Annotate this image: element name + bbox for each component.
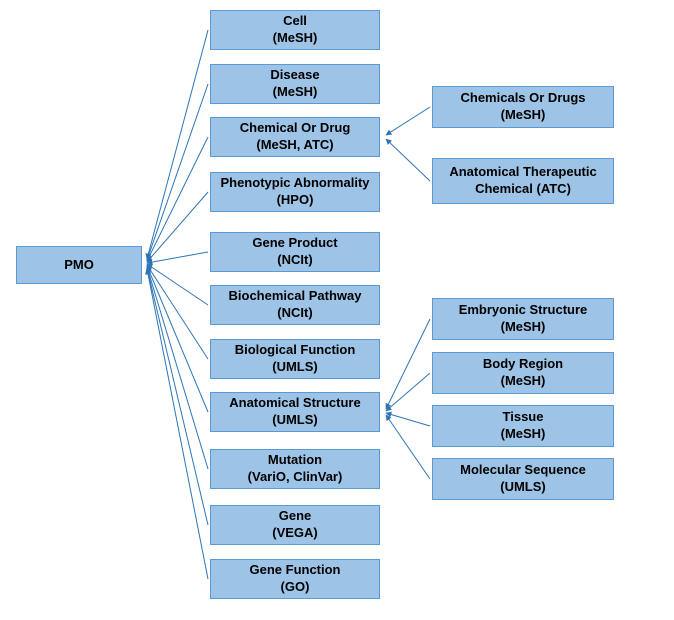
edges-to-pmo [145,29,209,580]
edges-to-chemical-or-drug [385,106,431,182]
node-phenotypic-abnormality: Phenotypic Abnormality (HPO) [210,172,380,212]
node-label: Chemicals Or Drugs [460,90,586,106]
node-gene-function: Gene Function (GO) [210,559,380,599]
node-label: Biochemical Pathway [228,288,362,304]
node-disease: Disease (MeSH) [210,64,380,104]
node-label: Molecular Sequence [460,462,586,478]
node-label: PMO [64,256,94,272]
node-pmo: PMO [16,246,142,284]
node-label: Chemical Or Drug [239,120,351,136]
node-source: (UMLS) [272,412,318,427]
node-biochemical-pathway: Biochemical Pathway (NCIt) [210,285,380,325]
node-source: (VariO, ClinVar) [247,469,343,484]
node-label: Tissue [502,409,544,425]
node-source: (MeSH) [500,373,546,388]
node-label: Cell [283,13,307,29]
node-chemical-or-drug: Chemical Or Drug (MeSH, ATC) [210,117,380,157]
node-source: (VEGA) [272,525,318,540]
node-chemicals-or-drugs: Chemicals Or Drugs (MeSH) [432,86,614,128]
node-source: (MeSH) [500,319,546,334]
node-source: Chemical (ATC) [475,181,571,196]
node-source: (MeSH, ATC) [256,137,334,152]
node-anatomical-structure: Anatomical Structure (UMLS) [210,392,380,432]
edges-to-anatomical-structure [385,318,431,480]
node-body-region: Body Region (MeSH) [432,352,614,394]
node-source: (HPO) [276,192,314,207]
node-label: Embryonic Structure [458,302,588,318]
node-source: (UMLS) [500,479,546,494]
node-cell: Cell (MeSH) [210,10,380,50]
node-label: Disease [270,67,320,83]
node-label: Biological Function [234,342,356,358]
node-embryonic-structure: Embryonic Structure (MeSH) [432,298,614,340]
node-source: (UMLS) [272,359,318,374]
node-source: (NCIt) [277,305,313,320]
node-label: Phenotypic Abnormality [220,175,370,191]
node-gene: Gene (VEGA) [210,505,380,545]
node-label: Gene [278,508,312,524]
node-label: Anatomical Therapeutic [449,164,597,180]
node-source: (MeSH) [500,107,546,122]
node-label: Gene Function [249,562,341,578]
node-label: Anatomical Structure [229,395,361,411]
node-label: Mutation [267,452,323,468]
node-source: (MeSH) [272,30,318,45]
node-anatomical-therapeutic-chemical: Anatomical Therapeutic Chemical (ATC) [432,158,614,204]
node-source: (MeSH) [272,84,318,99]
node-source: (GO) [280,579,310,594]
node-tissue: Tissue (MeSH) [432,405,614,447]
node-label: Body Region [482,356,564,372]
node-biological-function: Biological Function (UMLS) [210,339,380,379]
node-mutation: Mutation (VariO, ClinVar) [210,449,380,489]
node-source: (MeSH) [500,426,546,441]
node-gene-product: Gene Product (NCIt) [210,232,380,272]
node-source: (NCIt) [277,252,313,267]
node-molecular-sequence: Molecular Sequence (UMLS) [432,458,614,500]
node-label: Gene Product [252,235,338,251]
